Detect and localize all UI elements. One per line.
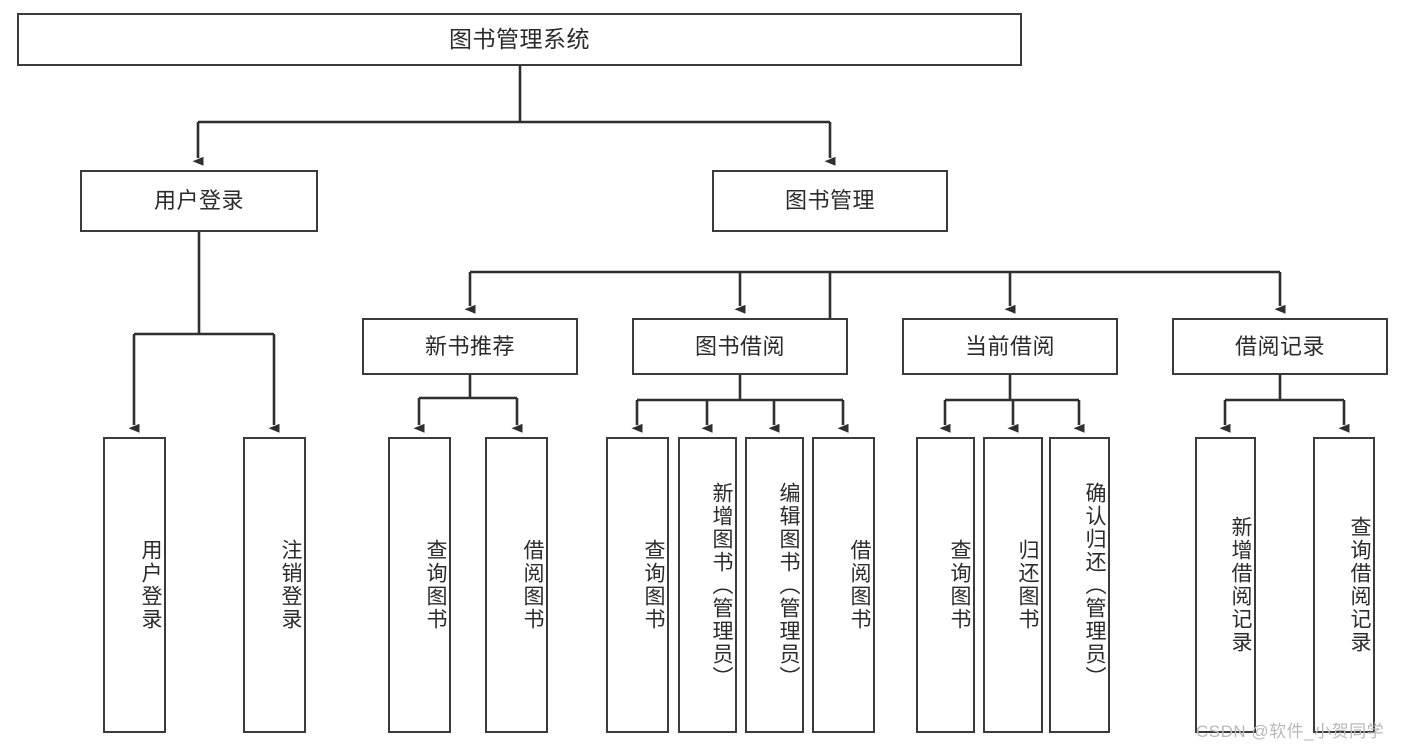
node-leaf-add-record-label: 新增借阅记录 xyxy=(1229,516,1252,654)
node-new-book-recommend-label: 新书推荐 xyxy=(424,333,515,359)
node-leaf-query-book-2[interactable]: 查询图书 xyxy=(606,437,669,733)
node-leaf-query-record[interactable]: 查询借阅记录 xyxy=(1313,437,1375,733)
node-leaf-query-book-1[interactable]: 查询图书 xyxy=(388,437,451,733)
node-book-manage[interactable]: 图书管理 xyxy=(712,170,948,232)
node-book-borrow-label: 图书借阅 xyxy=(694,333,785,359)
node-current-borrow[interactable]: 当前借阅 xyxy=(902,318,1118,375)
node-root-label: 图书管理系统 xyxy=(449,25,590,52)
node-leaf-user-login-label: 用户登录 xyxy=(139,539,162,631)
node-leaf-edit-book-label: 编辑图书（管理员） xyxy=(777,481,800,689)
node-leaf-logout-label: 注销登录 xyxy=(279,539,302,631)
node-leaf-add-book[interactable]: 新增图书（管理员） xyxy=(678,437,737,733)
node-borrow-record[interactable]: 借阅记录 xyxy=(1172,318,1388,375)
node-borrow-record-label: 借阅记录 xyxy=(1234,333,1325,359)
node-leaf-borrow-book-1[interactable]: 借阅图书 xyxy=(485,437,548,733)
node-leaf-confirm-return-label: 确认归还（管理员） xyxy=(1083,481,1106,689)
node-leaf-confirm-return[interactable]: 确认归还（管理员） xyxy=(1049,437,1110,733)
node-leaf-edit-book[interactable]: 编辑图书（管理员） xyxy=(745,437,804,733)
node-leaf-borrow-book-1-label: 借阅图书 xyxy=(521,539,544,631)
node-current-borrow-label: 当前借阅 xyxy=(964,333,1055,359)
node-leaf-return-book-label: 归还图书 xyxy=(1016,539,1039,631)
node-leaf-user-login[interactable]: 用户登录 xyxy=(103,437,166,733)
node-leaf-query-book-3[interactable]: 查询图书 xyxy=(916,437,975,733)
node-book-manage-label: 图书管理 xyxy=(784,188,875,214)
node-leaf-query-record-label: 查询借阅记录 xyxy=(1348,516,1371,654)
node-leaf-logout[interactable]: 注销登录 xyxy=(243,437,306,733)
node-leaf-query-book-1-label: 查询图书 xyxy=(424,539,447,631)
node-user-login[interactable]: 用户登录 xyxy=(80,170,318,232)
node-leaf-borrow-book-2-label: 借阅图书 xyxy=(848,539,871,631)
node-leaf-add-record[interactable]: 新增借阅记录 xyxy=(1195,437,1256,733)
node-book-borrow[interactable]: 图书借阅 xyxy=(632,318,848,375)
node-leaf-return-book[interactable]: 归还图书 xyxy=(983,437,1043,733)
node-user-login-label: 用户登录 xyxy=(153,188,244,214)
node-root[interactable]: 图书管理系统 xyxy=(17,13,1022,66)
node-leaf-add-book-label: 新增图书（管理员） xyxy=(710,481,733,689)
node-leaf-query-book-2-label: 查询图书 xyxy=(642,539,665,631)
node-new-book-recommend[interactable]: 新书推荐 xyxy=(362,318,578,375)
node-leaf-borrow-book-2[interactable]: 借阅图书 xyxy=(812,437,875,733)
csdn-watermark: CSDN @软件_小贺同学 xyxy=(1196,722,1385,741)
node-leaf-query-book-3-label: 查询图书 xyxy=(948,539,971,631)
